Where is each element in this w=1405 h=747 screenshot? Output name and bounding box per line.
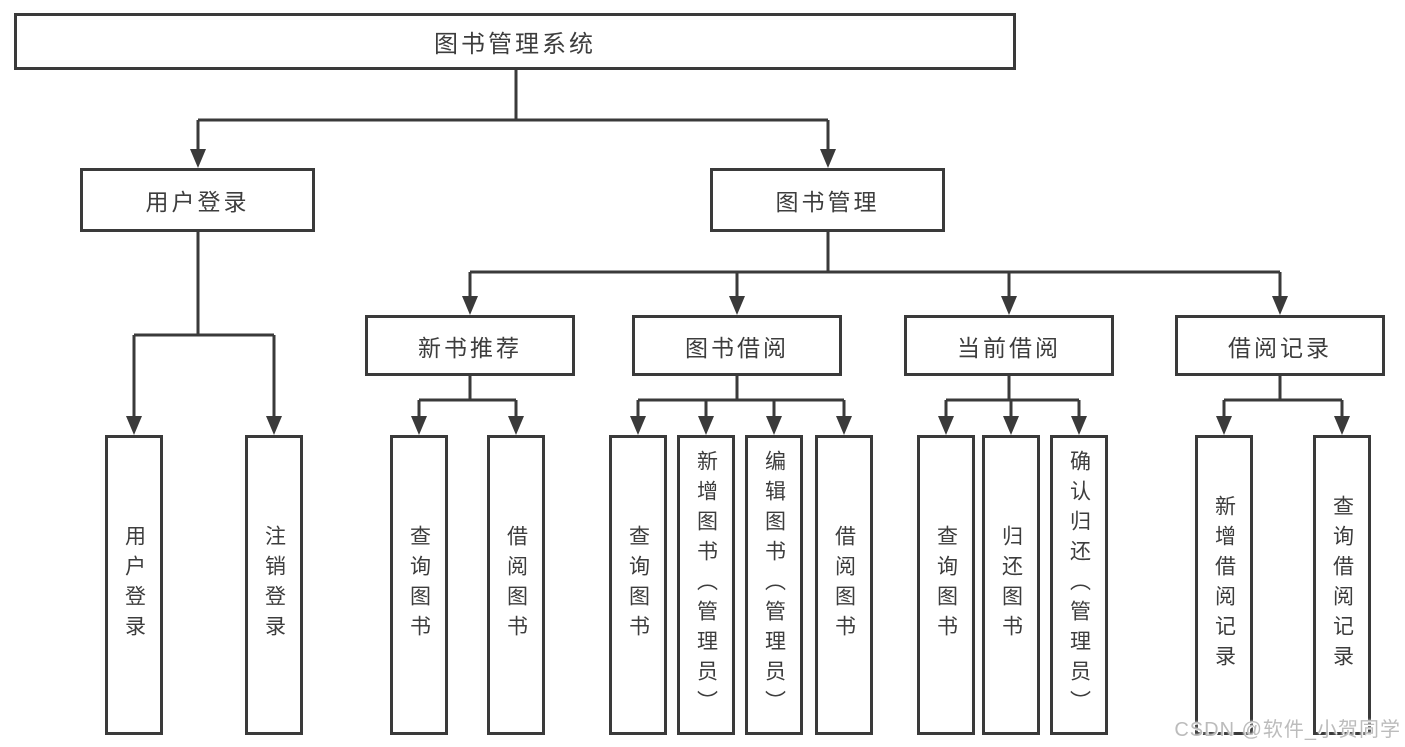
leaf-user-login: 用户登录: [105, 435, 163, 735]
csdn-watermark: CSDN @软件_小贺同学: [1174, 719, 1401, 741]
leaf-query-books-2: 查询图书: [609, 435, 667, 735]
arrowhead: [266, 416, 282, 435]
arrowhead: [820, 149, 836, 168]
arrowhead: [1272, 296, 1288, 315]
leaf-label: 新增借阅记录: [1212, 495, 1236, 675]
node-borrowing-records: 借阅记录: [1175, 315, 1385, 376]
leaf-label: 查询图书: [626, 525, 650, 645]
leaf-label: 查询图书: [934, 525, 958, 645]
arrowhead: [508, 416, 524, 435]
leaf-label: 编辑图书（管理员）: [762, 450, 786, 720]
node-label: 用户登录: [145, 189, 250, 215]
leaf-return-books: 归还图书: [982, 435, 1040, 735]
arrowhead: [836, 416, 852, 435]
node-book-management: 图书管理: [710, 168, 945, 232]
leaf-label: 查询图书: [407, 525, 431, 645]
leaf-label: 归还图书: [999, 525, 1023, 645]
leaf-confirm-return-admin: 确认归还（管理员）: [1050, 435, 1108, 735]
node-new-book-recommend: 新书推荐: [365, 315, 575, 376]
leaf-query-borrow-record: 查询借阅记录: [1313, 435, 1371, 735]
leaf-borrow-books-2: 借阅图书: [815, 435, 873, 735]
node-label: 新书推荐: [418, 334, 522, 361]
node-book-borrowing: 图书借阅: [632, 315, 842, 376]
arrowhead: [1001, 296, 1017, 315]
node-label: 图书管理: [775, 189, 880, 215]
node-user-login-branch: 用户登录: [80, 168, 315, 232]
leaf-logout: 注销登录: [245, 435, 303, 735]
leaf-label: 用户登录: [122, 525, 146, 645]
node-current-borrowing: 当前借阅: [904, 315, 1114, 376]
arrowhead: [411, 416, 427, 435]
node-label: 借阅记录: [1228, 334, 1332, 361]
leaf-query-books-3: 查询图书: [917, 435, 975, 735]
arrowhead: [729, 296, 745, 315]
arrowhead: [126, 416, 142, 435]
node-library-management-system: 图书管理系统: [14, 13, 1016, 70]
arrowhead: [462, 296, 478, 315]
leaf-edit-books-admin: 编辑图书（管理员）: [745, 435, 803, 735]
leaf-add-books-admin: 新增图书（管理员）: [677, 435, 735, 735]
leaf-query-books-1: 查询图书: [390, 435, 448, 735]
leaf-label: 查询借阅记录: [1330, 495, 1354, 675]
leaf-borrow-books-1: 借阅图书: [487, 435, 545, 735]
arrowhead: [190, 149, 206, 168]
arrowhead: [1071, 416, 1087, 435]
leaf-label: 注销登录: [262, 525, 286, 645]
node-label: 当前借阅: [957, 334, 1061, 361]
node-label: 图书借阅: [685, 334, 789, 361]
leaf-label: 新增图书（管理员）: [694, 450, 718, 720]
leaf-label: 借阅图书: [832, 525, 856, 645]
arrowhead: [938, 416, 954, 435]
arrowhead: [698, 416, 714, 435]
leaf-label: 借阅图书: [504, 525, 528, 645]
arrowhead: [1216, 416, 1232, 435]
arrowhead: [630, 416, 646, 435]
leaf-label: 确认归还（管理员）: [1067, 450, 1091, 720]
arrowhead: [766, 416, 782, 435]
arrowhead: [1334, 416, 1350, 435]
arrowhead: [1003, 416, 1019, 435]
node-label: 图书管理系统: [434, 31, 596, 58]
leaf-add-borrow-record: 新增借阅记录: [1195, 435, 1253, 735]
